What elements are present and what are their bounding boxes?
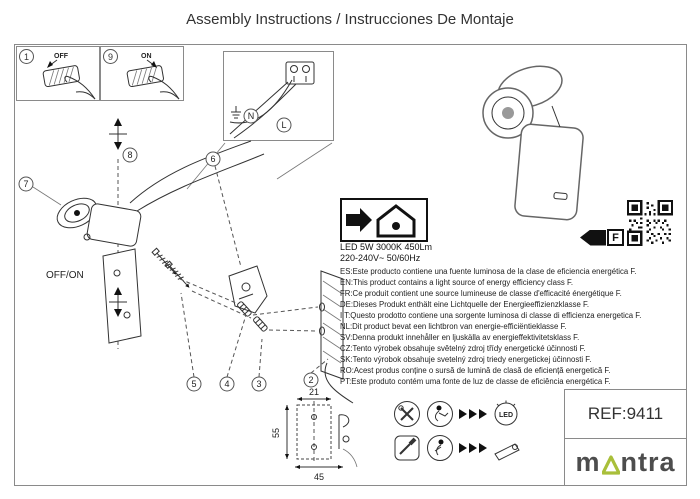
svg-text:4: 4	[224, 379, 229, 389]
instruction-sheet: 1 OFF 9 ON	[14, 44, 687, 486]
switch-on-inset: 9 ON	[100, 46, 184, 101]
rotation-arrow-top	[109, 118, 127, 150]
lang-line: EN:This product contains a light source …	[340, 278, 574, 287]
wall-anchor	[253, 316, 268, 332]
page-title: Assembly Instructions / Instrucciones De…	[186, 11, 514, 28]
bracket	[228, 265, 268, 314]
switch-on-art	[126, 59, 180, 100]
callout-3: 3	[251, 376, 267, 392]
arrows-icon	[459, 409, 487, 419]
wall-anchor	[237, 301, 252, 317]
brand-cell: m ntra	[564, 438, 686, 485]
screwdriver-icon	[394, 435, 420, 461]
qr-code	[627, 200, 673, 246]
dim-side: 55	[271, 428, 281, 438]
reference-cell: REF:9411	[564, 389, 686, 438]
installer-icon	[427, 401, 453, 427]
off-label: OFF	[54, 53, 68, 60]
svg-text:3: 3	[256, 379, 261, 389]
energy-class-letter: F	[607, 229, 624, 246]
lang-line: SK:Tento výrobok obsahuje svetelný zdroj…	[340, 355, 592, 364]
neutral-terminal-callout: N	[243, 108, 259, 124]
off-on-label: OFF/ON	[46, 270, 84, 281]
live-terminal-callout: L	[276, 117, 292, 133]
switch-off-art	[42, 59, 96, 100]
spec-line-2: 220-240V~ 50/60Hz	[340, 253, 421, 263]
svg-text:2: 2	[308, 375, 313, 385]
brand-triangle-icon	[601, 454, 620, 475]
spec-line-1: LED 5W 3000K 450Lm	[340, 242, 433, 252]
svg-text:6: 6	[210, 154, 215, 164]
disposal-row-1: LED	[393, 397, 543, 431]
house-arrow-icon	[346, 204, 416, 238]
step-9-callout: 9	[103, 49, 118, 64]
lang-line: I T:Questo prodotto contiene una sorgent…	[340, 311, 642, 320]
screw	[164, 260, 190, 288]
brand-suffix: ntra	[620, 446, 676, 477]
lang-line: FR:Ce produit contient une source lumine…	[340, 289, 622, 298]
callout-5: 5	[186, 376, 202, 392]
lamp-body	[83, 203, 142, 247]
led-label: LED	[499, 412, 513, 419]
rotation-arrow-bottom	[109, 287, 127, 317]
switch-off-inset: 1 OFF	[16, 46, 100, 101]
wiring-inset: N L	[223, 51, 334, 141]
svg-text:7: 7	[23, 179, 28, 189]
svg-text:8: 8	[127, 150, 132, 160]
lamp-head	[56, 197, 98, 229]
svg-text:N: N	[248, 111, 255, 121]
person-icon	[427, 435, 453, 461]
step-1-callout: 1	[19, 49, 34, 64]
dim-top: 21	[309, 387, 319, 397]
lang-line: DE:Dieses Produkt enthält eine Lichtquel…	[340, 300, 590, 309]
lang-line: PT:Este produto contém uma fonte de luz …	[340, 377, 611, 386]
callout-2: 2	[303, 372, 319, 388]
reference-number: REF:9411	[587, 404, 664, 423]
step-9-number: 9	[107, 51, 113, 62]
ground-symbol	[231, 106, 241, 119]
wall-lamp-icon	[494, 443, 520, 461]
no-tools-icon	[394, 401, 420, 427]
energy-class-arrow-icon	[580, 229, 606, 246]
on-label: ON	[141, 53, 152, 60]
lang-line: ES:Este producto contiene una fuente lum…	[340, 267, 637, 276]
disposal-row-2	[393, 431, 543, 465]
lang-line: NL:Dit product bevat een lichtbron van e…	[340, 322, 567, 331]
brand-logo: m ntra	[575, 446, 676, 477]
lang-line: RO:Acest produs conține o sursă de lumin…	[340, 366, 611, 375]
dim-bottom: 45	[314, 472, 324, 482]
led-module-icon: LED	[494, 400, 518, 426]
spec-block: LED 5W 3000K 450Lm 220-240V~ 50/60Hz	[340, 242, 432, 264]
disposal-icons: LED	[393, 397, 543, 465]
exploded-diagram: 8 7 OFF/ON	[18, 118, 354, 404]
wall-section	[319, 270, 354, 404]
assembled-lamp-art	[482, 65, 584, 221]
arrows-icon	[459, 443, 487, 453]
energy-class-indicator: F	[580, 229, 624, 246]
callout-7: 7	[18, 176, 34, 192]
lang-line: CZ:Tento výrobek obsahuje světelný zdroj…	[340, 344, 586, 353]
callout-8: 8	[122, 147, 138, 163]
wiring-art: N L	[229, 61, 315, 139]
dimension-drawing: 21 55 45	[271, 387, 358, 482]
brand-prefix: m	[575, 446, 601, 477]
callout-4: 4	[219, 376, 235, 392]
wall-clip	[338, 414, 358, 468]
callout-6: 6	[205, 151, 221, 167]
language-lines: ES:Este producto contiene una fuente lum…	[340, 266, 684, 387]
light-source-pictogram	[340, 198, 428, 242]
lang-line: SV:Denna produkt innehåller en ljuskälla…	[340, 333, 580, 342]
svg-text:5: 5	[191, 379, 196, 389]
svg-text:L: L	[281, 120, 286, 130]
mounting-plate	[102, 248, 142, 344]
step-1-number: 1	[23, 51, 29, 62]
